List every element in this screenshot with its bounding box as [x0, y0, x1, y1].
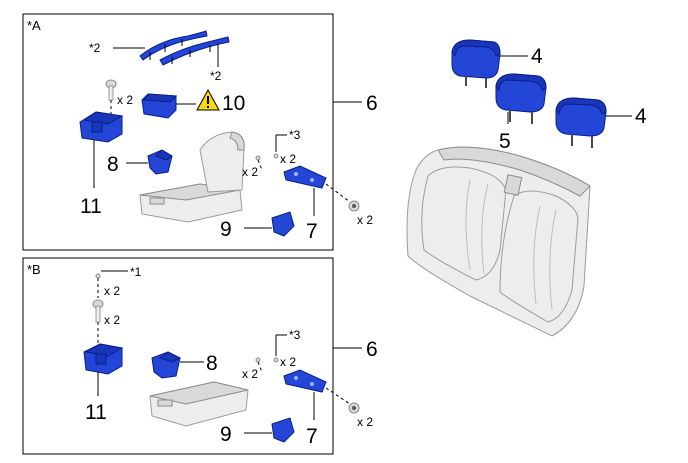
qty-nut-b: x 2: [357, 415, 373, 429]
callout-7-a: 7: [306, 220, 318, 243]
part-7-b: [283, 369, 327, 393]
note-1: *1: [130, 265, 142, 279]
armrest-a: [139, 131, 245, 223]
qty-clip-b2-right: x 2: [280, 355, 296, 369]
callout-4-left: 4: [531, 45, 543, 68]
panel-b-label: *B: [27, 262, 41, 277]
panel-a-label: *A: [27, 18, 41, 33]
panel-a: *A *2 *2 x 2 11: [22, 13, 373, 251]
callout-8-b: 8: [206, 352, 218, 375]
callout-8-a: 8: [107, 153, 119, 176]
panel-a-frame: [22, 13, 334, 251]
note-2-upper: *2: [89, 41, 101, 55]
nut-b: [348, 402, 360, 414]
dash-7-a: [325, 183, 351, 203]
qty-nut-a: x 2: [357, 213, 373, 227]
qty-bolt-b: x 2: [104, 313, 120, 327]
callout-11-b: 11: [85, 401, 107, 424]
cover-strip-lower: [159, 36, 230, 66]
nut-a: [348, 200, 360, 212]
headrest-center: [495, 73, 547, 124]
callout-11-a: 11: [80, 195, 102, 218]
callout-4-right: 4: [635, 105, 647, 128]
callout-6-group: 6 6: [333, 92, 378, 361]
qty-clip-b2-left: x 2: [242, 367, 258, 381]
part-10: [141, 93, 178, 119]
note-3-a: *3: [289, 128, 301, 142]
callout-9-b: 9: [220, 423, 232, 446]
qty-bolt-a: x 2: [117, 93, 133, 107]
headrest-right: [555, 97, 607, 148]
armrest-b: [149, 381, 249, 427]
clip-note1: [95, 273, 101, 298]
callout-6-b: 6: [366, 338, 378, 361]
callout-10: 10: [222, 92, 245, 115]
note-3-b: *3: [289, 328, 301, 342]
cover-strip-upper: [139, 30, 208, 61]
qty-clip-a-right: x 2: [280, 152, 296, 166]
callout-7-b: 7: [306, 425, 318, 448]
part-8-a: [147, 149, 173, 175]
qty-clip-a-left: x 2: [242, 165, 258, 179]
part-11-b: [83, 343, 124, 375]
callout-9-a: 9: [220, 218, 232, 241]
part-8-b: [151, 351, 182, 379]
qty-clip-b: x 2: [104, 284, 120, 298]
headrest-left: [451, 39, 501, 88]
callout-6-a: 6: [366, 92, 378, 115]
note-2-lower: *2: [210, 69, 222, 83]
part-9-a: [271, 211, 295, 237]
clip-a: [255, 153, 279, 171]
panel-b: *B *1 x 2 x 2 11 8: [22, 257, 373, 455]
bolt-b: [92, 299, 104, 346]
part-11-a: [79, 111, 124, 143]
part-7-a: [283, 165, 327, 189]
panel-b-frame: [22, 257, 334, 455]
callout-5: 5: [499, 130, 511, 153]
clip-b2: [255, 357, 279, 373]
warning-icon: [196, 88, 220, 111]
dash-7-b: [325, 387, 351, 405]
part-9-b: [271, 417, 295, 443]
rear-seatback: [406, 146, 591, 337]
